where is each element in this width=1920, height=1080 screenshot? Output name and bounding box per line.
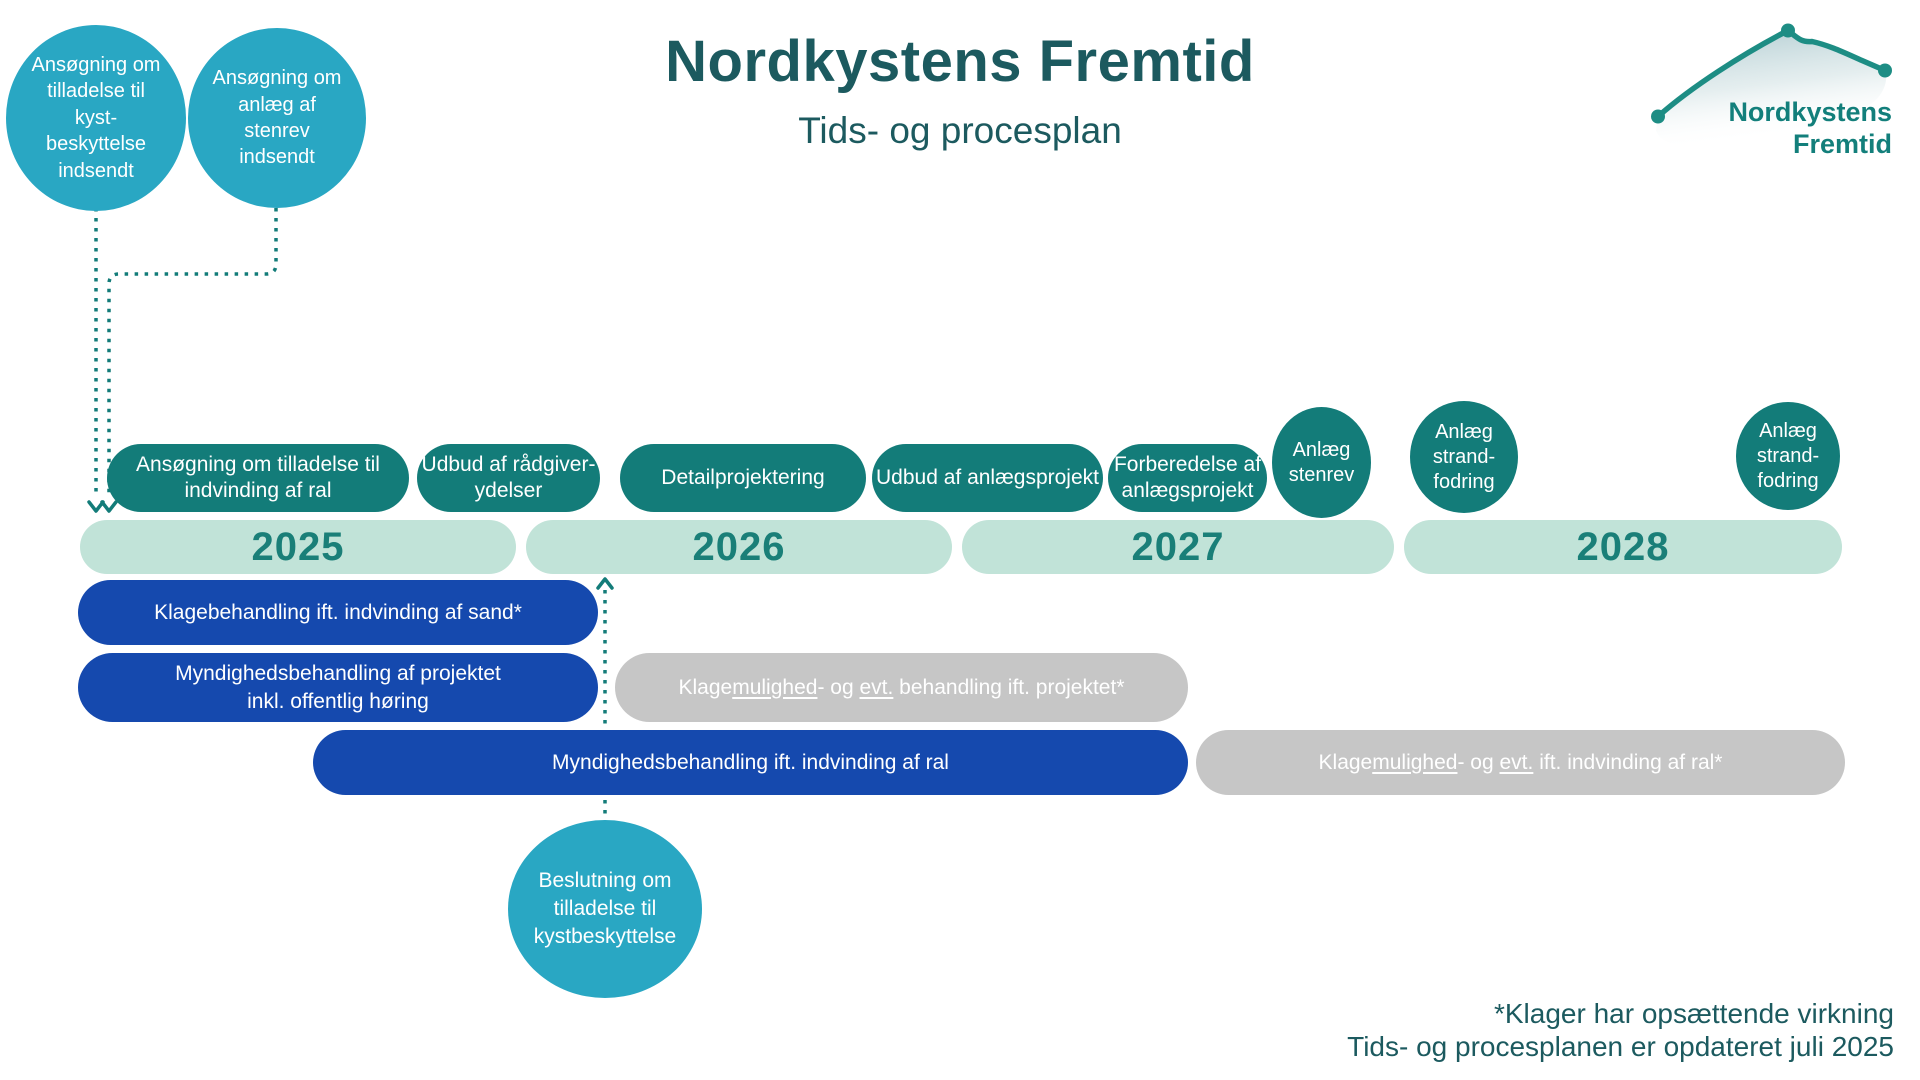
year-label: 2027 xyxy=(1131,524,1225,569)
bar-label: Klagebehandling ift. indvinding af sand* xyxy=(154,600,522,624)
page-subtitle: Tids- og procesplan xyxy=(798,110,1122,151)
arrow-down-icon xyxy=(87,500,105,513)
text-segment: - og xyxy=(1457,750,1500,774)
footnote-klager: *Klager har opsættende virkning xyxy=(1493,998,1894,1029)
text-segment: Klage xyxy=(1318,750,1373,774)
underlined-text: evt. xyxy=(1499,750,1534,774)
text-segment: behandling ift. projektet* xyxy=(893,675,1125,699)
logo-line1: Nordkystens xyxy=(1728,97,1892,127)
milestone-anlaeg-stenrev: Anlæg stenrev xyxy=(1272,407,1371,518)
bar-label: Myndighedsbehandling af projektet inkl. … xyxy=(175,662,501,713)
milestone-label: Anlæg stenrev xyxy=(1288,438,1355,486)
arrow-up-icon xyxy=(596,577,614,590)
step-udbud-anlaegsprojekt: Udbud af anlægsprojekt xyxy=(872,444,1103,512)
step-label: Forberedelse af anlægsprojekt xyxy=(1113,452,1262,502)
step-label: Ansøgning om tilladelse til indvinding a… xyxy=(136,452,380,502)
milestone-anlaeg-strandfodring-2028: Anlæg strand- fodring xyxy=(1736,402,1840,510)
footnotes: *Klager har opsættende virkning Tids- og… xyxy=(1347,998,1894,1064)
step-ansoegning-indvinding-ral: Ansøgning om tilladelse til indvinding a… xyxy=(107,444,409,512)
milestone-kystbeskyttelse-indsendt: Ansøgning om tilladelse til kyst- beskyt… xyxy=(6,25,186,211)
milestone-label: Anlæg strand- fodring xyxy=(1756,419,1820,492)
year-label: 2028 xyxy=(1576,524,1670,569)
milestone-label: Ansøgning om tilladelse til kyst- beskyt… xyxy=(31,54,161,182)
year-bar-2025: 2025 xyxy=(80,520,516,574)
underlined-text: evt. xyxy=(859,675,894,699)
footnote-updated: Tids- og procesplanen er opdateret juli … xyxy=(1347,1030,1894,1062)
bar-klagemulighed-ral: Klagemulighed- og evt. ift. indvinding a… xyxy=(1196,730,1845,795)
bar-myndighedsbehandling-projekt: Myndighedsbehandling af projektet inkl. … xyxy=(78,653,598,722)
milestone-anlaeg-strandfodring-2027: Anlæg strand- fodring xyxy=(1410,401,1518,513)
bar-label: Klagemulighed- og evt. ift. indvinding a… xyxy=(1319,749,1723,776)
step-forberedelse-anlaegsprojekt: Forberedelse af anlægsprojekt xyxy=(1108,444,1267,512)
milestone-label: Ansøgning om anlæg af stenrev indsendt xyxy=(212,67,342,169)
bar-myndighedsbehandling-ral: Myndighedsbehandling ift. indvinding af … xyxy=(313,730,1188,795)
step-label: Udbud af rådgiver- ydelser xyxy=(421,452,596,502)
page-title: Nordkystens Fremtid xyxy=(665,29,1255,94)
milestone-label: Anlæg strand- fodring xyxy=(1432,420,1496,493)
bar-klagebehandling-sand: Klagebehandling ift. indvinding af sand* xyxy=(78,580,598,645)
text-segment: ift. indvinding af ral* xyxy=(1533,750,1723,774)
step-detailprojektering: Detailprojektering xyxy=(620,444,866,512)
bar-label: Myndighedsbehandling ift. indvinding af … xyxy=(552,750,949,774)
bar-label: Klagemulighed- og evt. behandling ift. p… xyxy=(679,674,1125,701)
underlined-text: mulighed xyxy=(1372,750,1458,774)
year-bar-2027: 2027 xyxy=(962,520,1394,574)
year-bar-2026: 2026 xyxy=(526,520,952,574)
year-label: 2026 xyxy=(692,524,786,569)
milestone-beslutning-kystbeskyttelse: Beslutning om tilladelse til kystbeskytt… xyxy=(508,820,702,998)
year-bar-2028: 2028 xyxy=(1404,520,1842,574)
year-label: 2025 xyxy=(251,524,345,569)
arrow-down-icon xyxy=(100,500,118,513)
logo-line2: Fremtid xyxy=(1792,129,1892,160)
coastline-logo-icon xyxy=(1651,23,1892,146)
step-label: Detailprojektering xyxy=(661,465,825,489)
logo-wordmark: Nordkystens Fremtid xyxy=(1690,96,1892,161)
text-segment: - og xyxy=(817,675,860,699)
milestone-stenrev-indsendt: Ansøgning om anlæg af stenrev indsendt xyxy=(188,28,366,208)
text-segment: Klage xyxy=(678,675,733,699)
step-label: Udbud af anlægsprojekt xyxy=(876,465,1099,489)
bar-klagemulighed-projekt: Klagemulighed- og evt. behandling ift. p… xyxy=(615,653,1188,722)
milestone-label: Beslutning om tilladelse til kystbeskytt… xyxy=(533,869,677,948)
underlined-text: mulighed xyxy=(732,675,818,699)
step-udbud-raadgiverydelser: Udbud af rådgiver- ydelser xyxy=(417,444,600,512)
